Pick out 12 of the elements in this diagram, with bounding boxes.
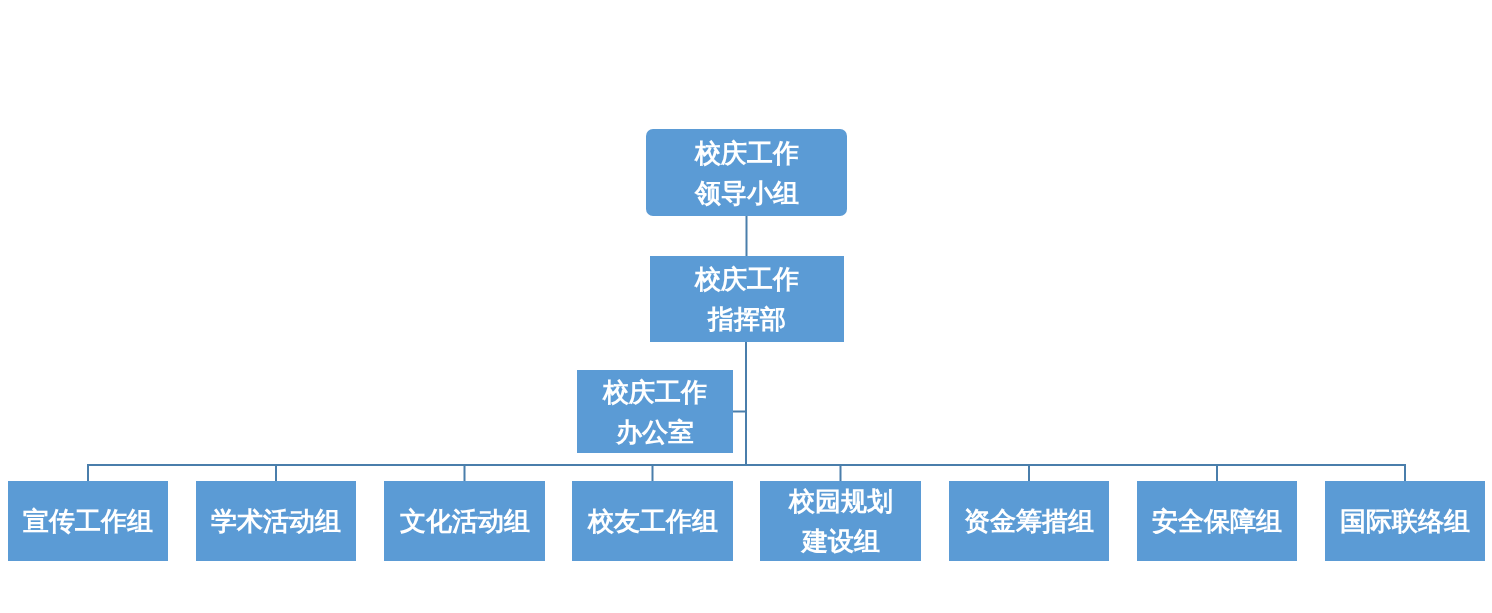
org-box: 国际联络组 (1325, 481, 1485, 561)
rounded-box: 校庆工作领导小组 (646, 129, 847, 216)
org-box: 资金筹措组 (949, 481, 1109, 561)
org-box: 安全保障组 (1137, 481, 1297, 561)
org-box: 校庆工作办公室 (577, 370, 733, 453)
org-box: 学术活动组 (196, 481, 356, 561)
connector-line (745, 215, 748, 257)
org-box: 文化活动组 (384, 481, 545, 561)
org-box: 校庆工作指挥部 (650, 256, 844, 342)
org-box: 宣传工作组 (8, 481, 168, 561)
org-box: 校友工作组 (572, 481, 733, 561)
org-box: 校园规划建设组 (760, 481, 921, 561)
